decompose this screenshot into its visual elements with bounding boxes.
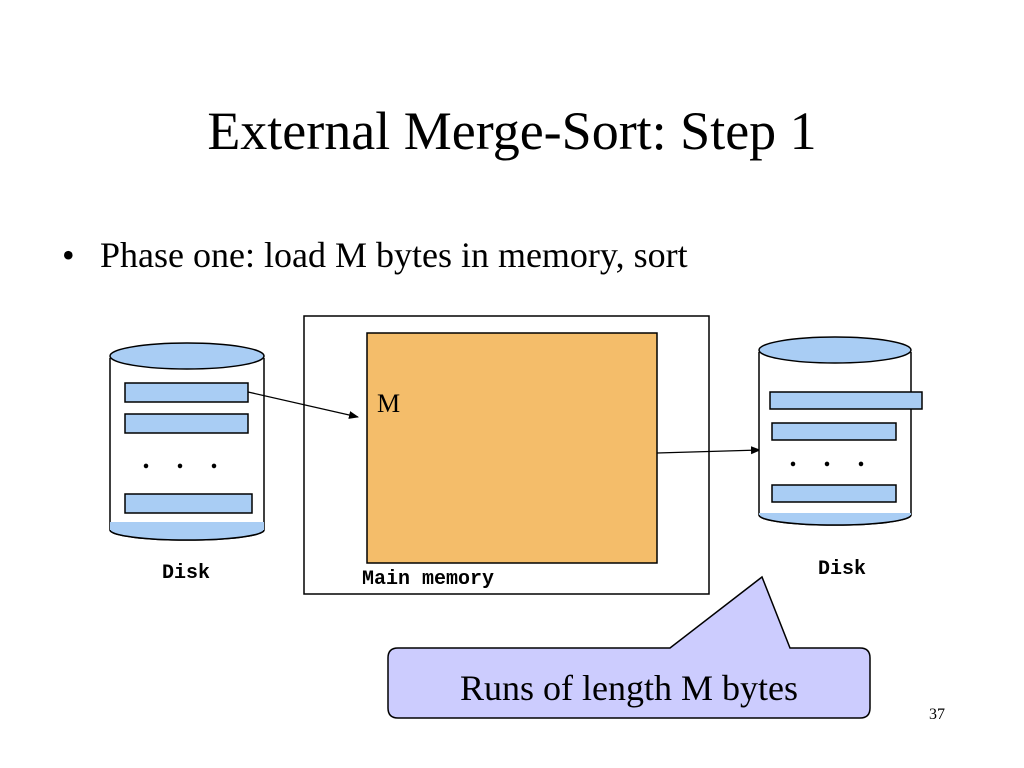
page-number: 37	[929, 706, 945, 723]
slide-title: External Merge-Sort: Step 1	[207, 101, 817, 161]
load-arrow	[247, 391, 359, 419]
memory-buffer-label: M	[377, 389, 400, 418]
bullet-item: • Phase one: load M bytes in memory, sor…	[62, 234, 688, 276]
right-disk-block	[769, 391, 923, 410]
right-disk-top	[758, 336, 912, 364]
left-disk-block	[124, 382, 249, 403]
left-disk-top	[109, 342, 265, 370]
left-disk-ellipsis: . . .	[143, 444, 228, 475]
callout-text: Runs of length M bytes	[460, 668, 798, 708]
callout-box	[387, 575, 871, 719]
left-disk-label: Disk	[162, 562, 210, 585]
right-disk-block	[771, 484, 897, 503]
right-disk-block	[771, 422, 897, 441]
right-disk: . . .	[758, 336, 923, 526]
bullet-dot-icon: •	[62, 235, 75, 275]
memory-buffer	[366, 332, 658, 564]
right-disk-label: Disk	[818, 558, 866, 581]
write-arrow	[656, 446, 761, 455]
left-disk-block	[124, 493, 253, 514]
left-disk: . . .	[109, 342, 265, 541]
main-memory-label: Main memory	[362, 568, 494, 591]
right-disk-ellipsis: . . .	[790, 442, 875, 473]
bullet-text: Phase one: load M bytes in memory, sort	[100, 235, 688, 275]
left-disk-block	[124, 413, 249, 434]
